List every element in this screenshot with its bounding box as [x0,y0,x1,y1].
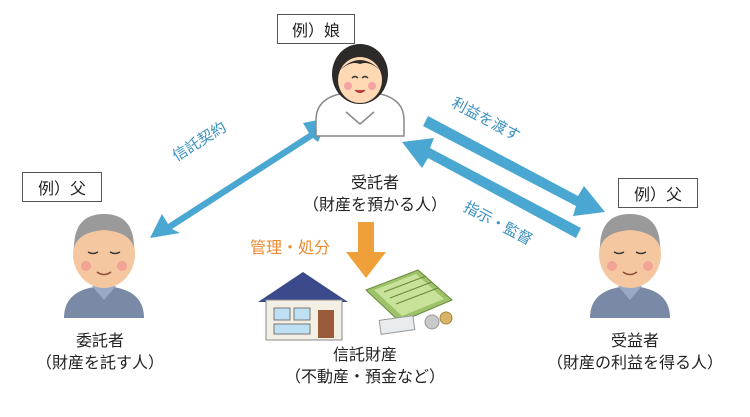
father-settlor-icon [64,214,144,318]
bankbook-icon [365,269,453,335]
settlor-title: 委託者 [75,331,124,350]
beneficiary-desc: （財産の利益を得る人） [546,353,723,372]
house-icon [258,272,348,341]
settlor-example-tag: 例）父 [22,172,102,202]
trustee-desc: （財産を預かる人） [302,195,447,214]
beneficiary-caption: 受益者 （財産の利益を得る人） [530,330,740,374]
property-title: 信託財産 [332,345,397,364]
trustee-example-tag: 例）娘 [277,14,355,44]
beneficiary-title: 受益者 [610,331,659,350]
settlor-desc: （財産を託す人） [35,353,164,372]
father-beneficiary-icon [590,214,670,318]
benefit-arrow [423,116,605,216]
property-desc: （不動産・預金など） [284,367,445,386]
management-arrow [346,222,386,278]
trustee-caption: 受託者 （財産を預かる人） [285,172,465,216]
property-caption: 信託財産 （不動産・預金など） [265,344,465,388]
trustee-title: 受託者 [350,173,399,192]
daughter-icon [315,44,405,137]
trust-contract-arrow [150,118,328,238]
settlor-caption: 委託者 （財産を託す人） [10,330,190,374]
beneficiary-example-tag: 例）父 [618,178,698,208]
instruction-arrow [402,138,581,238]
management-label: 管理・処分 [250,238,331,257]
